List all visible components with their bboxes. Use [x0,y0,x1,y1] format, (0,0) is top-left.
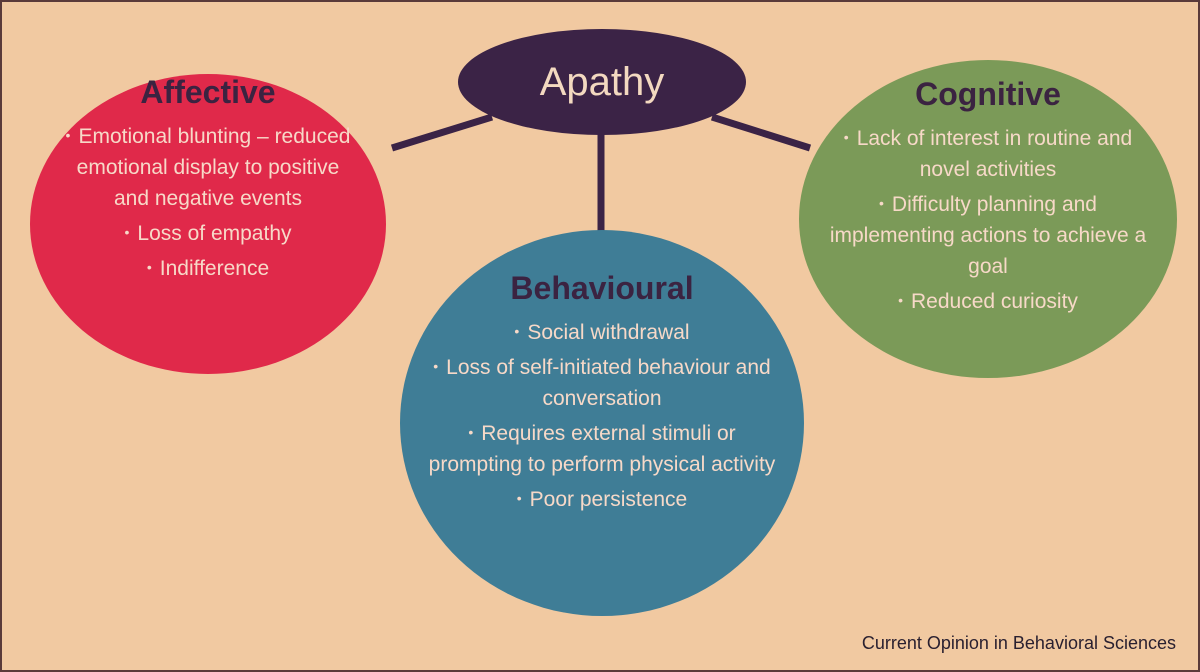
bullet-icon: • [468,424,474,440]
cognitive-heading: Cognitive [915,76,1061,112]
bullet-icon: • [146,259,152,275]
bullet-icon: • [843,129,849,145]
bullet-icon: • [516,490,522,506]
behavioural-item-4: Poor persistence [529,488,688,511]
cognitive-circle: Cognitive • Lack of interest in routine a… [799,60,1177,378]
affective-heading: Affective [140,74,276,110]
bullet-icon: • [433,358,439,374]
list-item: • Loss of empathy [60,217,356,249]
source-credit: Current Opinion in Behavioral Sciences [861,633,1176,653]
list-item: • Reduced curiosity [819,285,1157,317]
connector-cognitive [710,113,812,152]
cognitive-item-1: Lack of interest in routine and novel ac… [856,127,1133,181]
affective-item-2: Loss of empathy [137,222,292,245]
list-item: • Poor persistence [420,483,784,515]
cognitive-item-2: Difficulty planning and implementing act… [829,193,1147,278]
behavioural-heading: Behavioural [510,270,694,306]
behavioural-item-3: Requires external stimuli or prompting t… [428,422,776,476]
list-item: •Requires external stimuli or prompting … [420,417,784,480]
list-item: • Lack of interest in routine and novel a… [819,122,1157,185]
affective-list: • Emotional blunting – reduced emotional … [30,120,386,287]
connector-affective [390,113,494,152]
affective-circle: Affective • Emotional blunting – reduced … [30,74,386,374]
apathy-title: Apathy [539,59,665,104]
apathy-center-node: Apathy [458,29,746,135]
list-item: • Emotional blunting – reduced emotional … [60,120,356,214]
affective-item-3: Indifference [159,257,270,280]
bullet-icon: • [65,127,71,143]
bullet-icon: • [124,224,130,240]
cognitive-list: • Lack of interest in routine and novel a… [799,122,1177,320]
list-item: • Indifference [60,252,356,284]
bullet-icon: • [514,323,520,339]
bullet-icon: • [898,292,903,308]
list-item: • Social withdrawal [420,316,784,348]
behavioural-item-2: Loss of self-initiated behaviour and con… [446,356,771,410]
list-item: • Loss of self-initiated behaviour and co… [420,351,784,414]
list-item: •Difficulty planning and implementing ac… [819,188,1157,282]
affective-item-1: Emotional blunting – reduced emotional d… [76,125,351,210]
cognitive-item-3: Reduced curiosity [910,290,1078,313]
behavioural-circle: Behavioural • Social withdrawal • Loss of … [400,230,804,616]
behavioural-list: • Social withdrawal • Loss of self-initiat… [400,316,804,518]
bullet-icon: • [879,195,884,211]
behavioural-item-1: Social withdrawal [527,321,690,344]
